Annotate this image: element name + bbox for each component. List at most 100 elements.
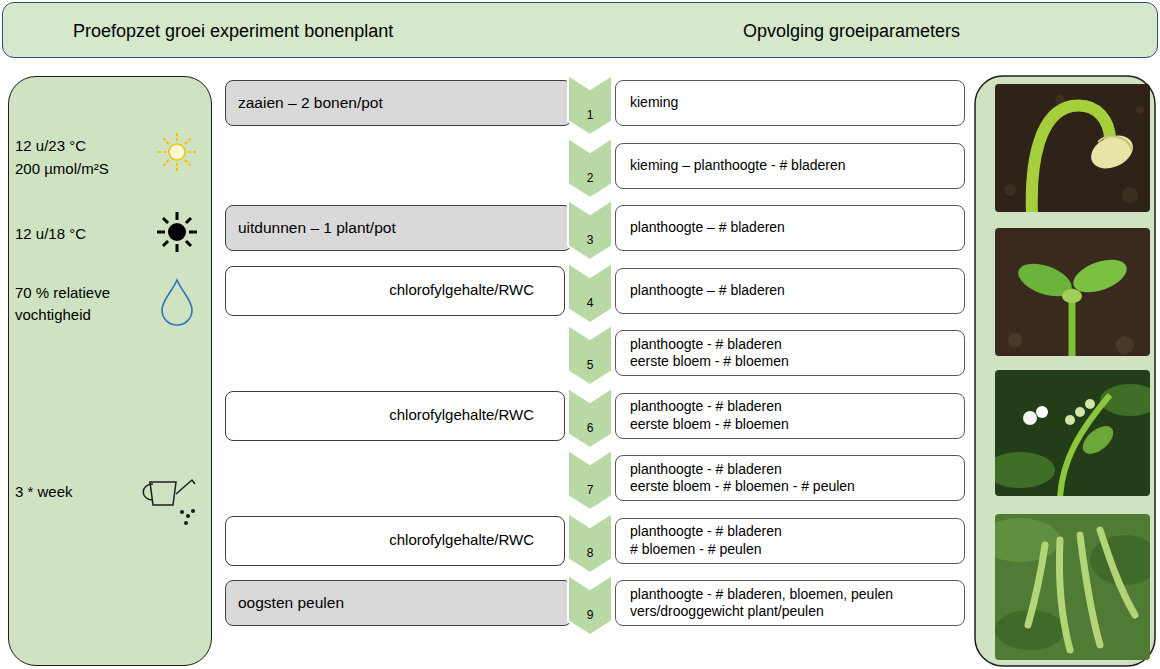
dark-sun-icon xyxy=(176,244,179,252)
condition-text: 70 % relatieve vochtigheid xyxy=(15,282,133,326)
dark-sun-icon xyxy=(157,231,165,234)
condition-text: 12 u/18 °C xyxy=(15,223,165,245)
chevron-shape xyxy=(568,138,612,198)
germination-photo xyxy=(1122,187,1138,203)
text-slot: 12 u/18 °C xyxy=(15,223,165,245)
chevron-shape xyxy=(568,263,612,323)
chevron-shape xyxy=(568,200,612,260)
chevron-path xyxy=(568,450,612,510)
pods-photo xyxy=(1059,540,1070,650)
chevron-shape xyxy=(568,75,612,135)
parameter-text: planthoogte - # bladeren xyxy=(630,523,954,541)
chevron-path xyxy=(568,325,612,385)
flowering-photo xyxy=(995,452,1055,488)
chevron-path xyxy=(568,263,612,323)
pods-photo xyxy=(995,518,1060,562)
flowering-photo xyxy=(1085,399,1095,409)
measurement-box: chlorofylgehalte/RWC xyxy=(225,516,565,566)
parameter-box: kieming – planthoogte - # bladeren xyxy=(615,143,965,189)
step-number: 7 xyxy=(568,483,612,498)
seedling-photo xyxy=(1008,333,1022,347)
flowering-photo xyxy=(1075,407,1085,417)
dark-sun-icon xyxy=(168,223,186,241)
parameter-text: planthoogte – # bladeren xyxy=(630,219,954,237)
action-text: zaaien – 2 bonen/pot xyxy=(238,93,531,112)
light-sun-icon xyxy=(169,144,185,160)
measurement-box: chlorofylgehalte/RWC xyxy=(225,266,565,316)
flowering-photo xyxy=(1036,406,1048,418)
chevron-path xyxy=(568,138,612,198)
watering-can-icon xyxy=(192,510,195,513)
seedling-photo xyxy=(1062,289,1082,303)
parameter-text: planthoogte - # bladeren xyxy=(630,461,954,479)
light-sun-icon xyxy=(176,133,178,141)
flowering-photo xyxy=(1065,415,1075,425)
parameter-text: vers/drooggewicht plant/peulen xyxy=(630,603,954,621)
measurement-text: chlorofylgehalte/RWC xyxy=(389,281,534,300)
germination-photo xyxy=(1086,129,1139,175)
dark-sun-icon xyxy=(163,218,168,223)
humidity-drop-icon xyxy=(162,280,192,325)
text-slot: 12 u/23 °C xyxy=(15,135,165,157)
watering-can-icon xyxy=(187,515,190,518)
header-text: Proefopzet groei experiment bonenplant xyxy=(73,20,493,43)
seedling-photo xyxy=(995,228,1150,356)
parameter-box: planthoogte – # bladeren xyxy=(615,268,965,314)
flowering-photo xyxy=(1023,411,1037,425)
parameter-box: planthoogte – # bladeren xyxy=(615,205,965,251)
dark-sun-icon xyxy=(157,212,197,252)
chevron-shape xyxy=(568,513,612,573)
germination-photo xyxy=(1098,136,1132,150)
pods-photo xyxy=(995,514,1150,660)
measurement-text: chlorofylgehalte/RWC xyxy=(389,406,534,425)
chevron-path xyxy=(568,513,612,573)
light-sun-icon xyxy=(157,133,197,171)
chevron-path xyxy=(568,200,612,260)
step-chevron: 4 xyxy=(568,263,612,323)
header-banner: Proefopzet groei experiment bonenplantOp… xyxy=(2,2,1158,58)
watering-can-icon xyxy=(150,482,176,505)
parameter-text: # bloemen - # peulen xyxy=(630,541,954,559)
text-slot: 70 % relatieve vochtigheid xyxy=(15,282,133,326)
text-slot: 200 µmol/m²S xyxy=(15,158,165,180)
pods-photo xyxy=(1028,545,1045,625)
pods-photo xyxy=(1080,535,1100,645)
dark-sun-icon xyxy=(176,212,179,220)
conditions-panel-fill xyxy=(8,76,212,666)
chevron-shape xyxy=(568,325,612,385)
parameter-text: eerste bloem - # bloemen xyxy=(630,353,954,371)
light-sun-icon xyxy=(163,160,169,166)
dark-sun-icon xyxy=(186,218,191,223)
step-number: 6 xyxy=(568,421,612,436)
pods-photo xyxy=(1100,530,1135,615)
light-sun-icon xyxy=(185,138,191,144)
step-chevron: 2 xyxy=(568,138,612,198)
parameter-text: kieming xyxy=(630,94,954,112)
action-box: oogsten peulen xyxy=(225,580,572,626)
chevron-path xyxy=(568,388,612,448)
chevron-shape xyxy=(568,450,612,510)
light-sun-icon xyxy=(188,151,197,153)
parameter-text: eerste bloem - # bloemen xyxy=(630,416,954,434)
dark-sun-icon xyxy=(163,241,168,246)
parameter-box: planthoogte - # bladereneerste bloem - #… xyxy=(615,455,965,501)
measurement-text: chlorofylgehalte/RWC xyxy=(389,531,534,550)
parameter-box: kieming xyxy=(615,80,965,126)
condition-text: 200 µmol/m²S xyxy=(15,158,165,180)
step-chevron: 7 xyxy=(568,450,612,510)
step-chevron: 5 xyxy=(568,325,612,385)
action-box: uitdunnen – 1 plant/pot xyxy=(225,205,572,251)
watering-can-icon xyxy=(181,511,184,514)
condition-text: 3 * week xyxy=(15,481,165,503)
flowering-photo xyxy=(1078,421,1118,459)
step-chevron: 8 xyxy=(568,513,612,573)
action-text: oogsten peulen xyxy=(238,593,531,612)
parameter-box: planthoogte - # bladereneerste bloem - #… xyxy=(615,393,965,439)
chevron-path xyxy=(568,75,612,135)
step-number: 2 xyxy=(568,171,612,186)
parameter-text: planthoogte - # bladeren xyxy=(630,336,954,354)
condition-text: 12 u/23 °C xyxy=(15,135,165,157)
watering-can-icon xyxy=(176,480,195,494)
watering-can-icon xyxy=(143,484,153,500)
